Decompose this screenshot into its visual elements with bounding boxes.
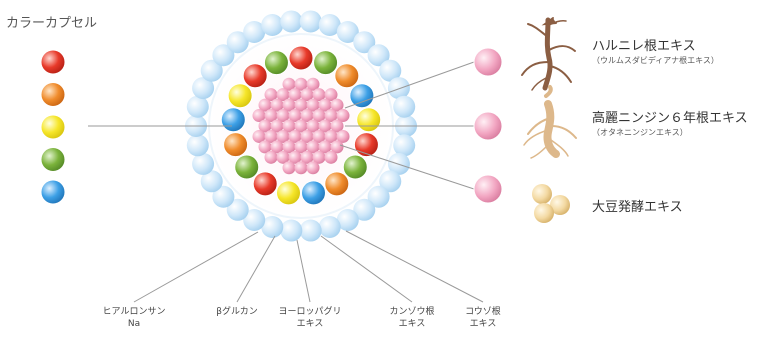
- outer-component-label-1: ヒアルロンサン Na: [84, 306, 184, 330]
- core-capsule: [265, 151, 278, 164]
- ingredient-subname-2: （オタネニンジンエキス）: [592, 127, 688, 138]
- ginseng-root-icon: [524, 87, 576, 158]
- core-capsule: [325, 151, 338, 164]
- ingredient-marker: [474, 175, 502, 203]
- outer-capsule: [300, 10, 322, 32]
- pink-core: [253, 78, 350, 175]
- core-capsule: [295, 161, 308, 174]
- color-capsule: [235, 155, 259, 179]
- harunire-root-icon: [522, 18, 575, 90]
- color-capsule: [301, 181, 325, 205]
- bottom-connector-1: [134, 232, 258, 302]
- ingredient-marker: [474, 112, 502, 140]
- ingredient-name-1: ハルニレ根エキス: [592, 35, 696, 54]
- color-capsule: [228, 84, 252, 108]
- bottom-connector-4: [321, 236, 412, 302]
- outer-capsule: [280, 10, 302, 32]
- ingredient-markers: [474, 48, 502, 203]
- bottom-connector-2: [237, 236, 275, 302]
- color-capsule: [243, 64, 267, 88]
- legend-capsule: [41, 83, 65, 107]
- outer-capsule: [319, 216, 341, 238]
- color-capsule: [224, 133, 248, 157]
- legend-capsule: [41, 180, 65, 204]
- outer-component-label-5: コウゾ根 エキス: [433, 306, 533, 330]
- bottom-connector-5: [346, 231, 483, 302]
- legend-capsule: [41, 148, 65, 172]
- outer-capsule: [388, 77, 410, 99]
- color-capsule: [354, 133, 378, 157]
- legend-capsule: [41, 50, 65, 74]
- ingredient-name-2: 高麗ニンジン６年根エキス: [592, 107, 748, 126]
- color-capsule: [314, 51, 338, 75]
- outer-capsule: [261, 14, 283, 36]
- ingredient-subname-1: （ウルムスダビディアナ根エキス）: [592, 55, 719, 66]
- color-capsule: [253, 172, 277, 196]
- legend-capsules: [41, 50, 65, 204]
- color-capsule: [289, 46, 313, 70]
- core-capsule: [283, 161, 296, 174]
- color-capsule: [343, 155, 367, 179]
- outer-capsule: [300, 220, 322, 242]
- outer-capsule: [187, 134, 209, 156]
- color-capsule: [277, 181, 301, 205]
- ingredient-marker: [474, 48, 502, 76]
- color-capsule-title: カラーカプセル: [6, 12, 97, 31]
- outer-capsule: [393, 96, 415, 118]
- soybean-icon: [532, 184, 570, 223]
- color-capsule: [325, 172, 349, 196]
- outer-capsule: [393, 134, 415, 156]
- outer-component-label-3: ヨーロッパグリ エキス: [260, 306, 360, 330]
- bottom-connector-3: [297, 240, 310, 302]
- ingredient-name-3: 大豆発酵エキス: [592, 196, 683, 215]
- outer-capsule: [280, 220, 302, 242]
- color-capsule: [350, 84, 374, 108]
- outer-capsule: [187, 96, 209, 118]
- core-capsule: [307, 161, 320, 174]
- legend-capsule: [41, 115, 65, 139]
- color-capsule: [264, 51, 288, 75]
- color-capsule: [357, 108, 381, 132]
- color-capsule: [335, 64, 359, 88]
- color-capsule: [221, 108, 245, 132]
- outer-capsule: [192, 153, 214, 175]
